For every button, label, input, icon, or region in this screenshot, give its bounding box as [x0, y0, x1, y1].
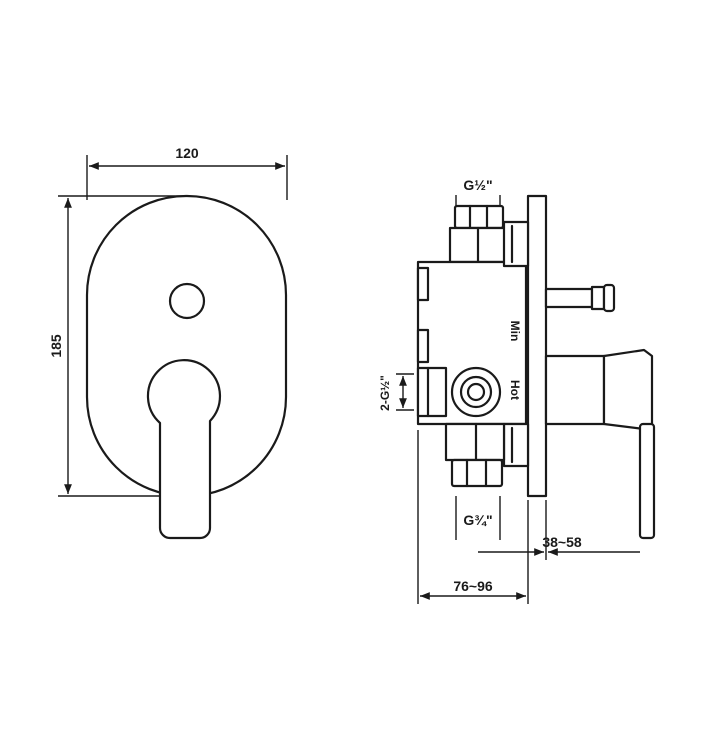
- lever-handle: [146, 359, 222, 540]
- depth-dimension: 38~58: [478, 500, 640, 560]
- valve-body: Min Hot: [416, 220, 530, 468]
- width-label: 120: [175, 145, 199, 161]
- bottom-outlet-label: G¾": [463, 512, 492, 528]
- diverter-knob: [168, 282, 206, 320]
- top-inlet-fitting: [448, 204, 508, 264]
- height-label: 185: [48, 334, 64, 358]
- width-dimension: 120: [86, 145, 288, 200]
- hot-label: Hot: [508, 380, 522, 400]
- handle-profile: [544, 348, 656, 540]
- height-dimension: 185: [48, 195, 185, 497]
- depth-label: 38~58: [542, 534, 582, 550]
- side-outlet: [416, 366, 502, 418]
- front-view: 120 185: [48, 145, 288, 540]
- mounting-plate: [526, 194, 548, 498]
- top-inlet-label: G½": [463, 177, 492, 193]
- bottom-outlet-fitting: [444, 422, 506, 488]
- side-outlet-label: 2-G½": [378, 375, 392, 411]
- diverter-stem: [544, 283, 616, 313]
- body-depth-dimension: 76~96: [417, 430, 529, 604]
- min-label: Min: [508, 321, 522, 342]
- body-depth-label: 76~96: [453, 578, 493, 594]
- side-view: G½" Min Hot: [378, 177, 656, 604]
